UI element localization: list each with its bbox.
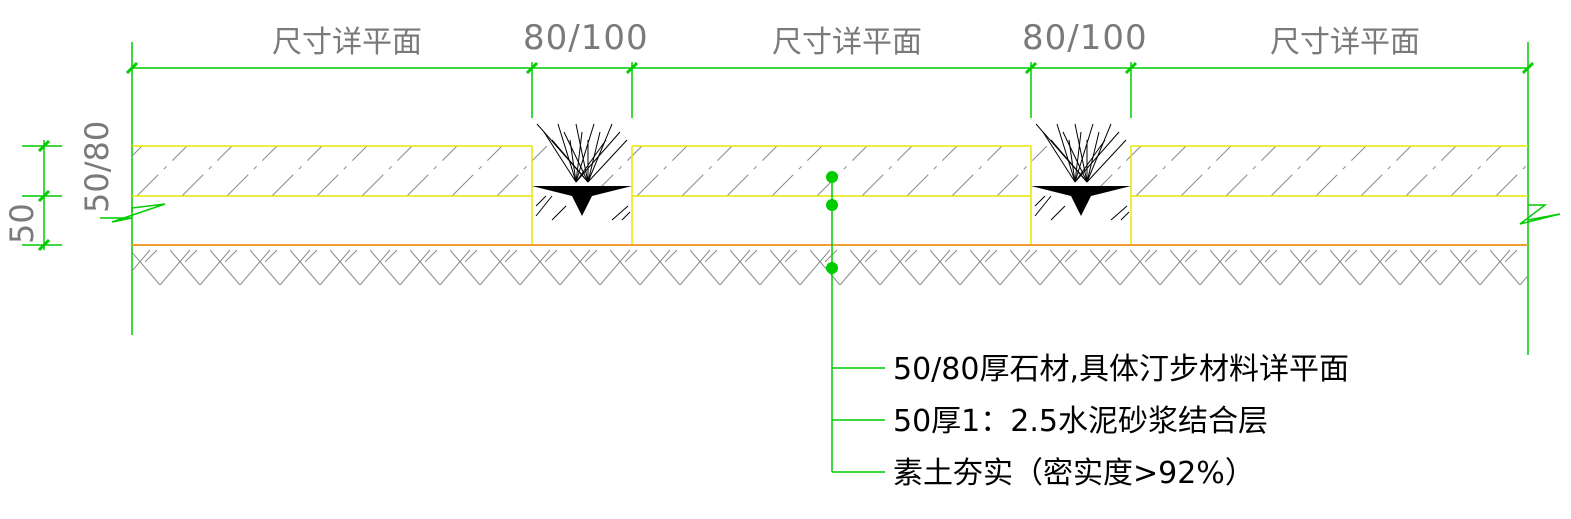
top-dimension-line <box>131 42 1529 355</box>
dim-label-3: 尺寸详平面 <box>772 25 922 60</box>
left-break-line <box>100 203 166 223</box>
dim-label-1: 尺寸详平面 <box>272 25 422 60</box>
leader-dot-stone <box>826 171 838 183</box>
stone-layer <box>132 145 1528 245</box>
note-stone: 50/80厚石材,具体汀步材料详平面 <box>893 352 1349 387</box>
top-dimension-ticks <box>125 61 1535 75</box>
leader-dots <box>826 171 838 274</box>
dim-label-left-lower: 50 <box>3 203 41 244</box>
note-soil: 素土夯实（密实度>92%） <box>893 456 1255 491</box>
dim-label-2: 80/100 <box>523 18 649 58</box>
right-break-line <box>1519 204 1561 225</box>
dim-label-4: 80/100 <box>1022 18 1148 58</box>
dim-label-left-upper: 50/80 <box>78 120 116 213</box>
stone-hatch <box>132 146 1528 196</box>
leader-dot-soil <box>826 262 838 274</box>
soil-layer <box>132 244 1528 285</box>
leader-line <box>831 177 885 473</box>
dim-label-5: 尺寸详平面 <box>1270 25 1420 60</box>
left-dimension-ticks <box>37 139 51 252</box>
grass-joint-right <box>1031 123 1131 221</box>
note-mortar: 50厚1：2.5水泥砂浆结合层 <box>893 404 1268 439</box>
grass-joint-left <box>532 123 632 221</box>
leader-dot-mortar <box>826 199 838 211</box>
soil-hatch <box>132 249 1528 285</box>
